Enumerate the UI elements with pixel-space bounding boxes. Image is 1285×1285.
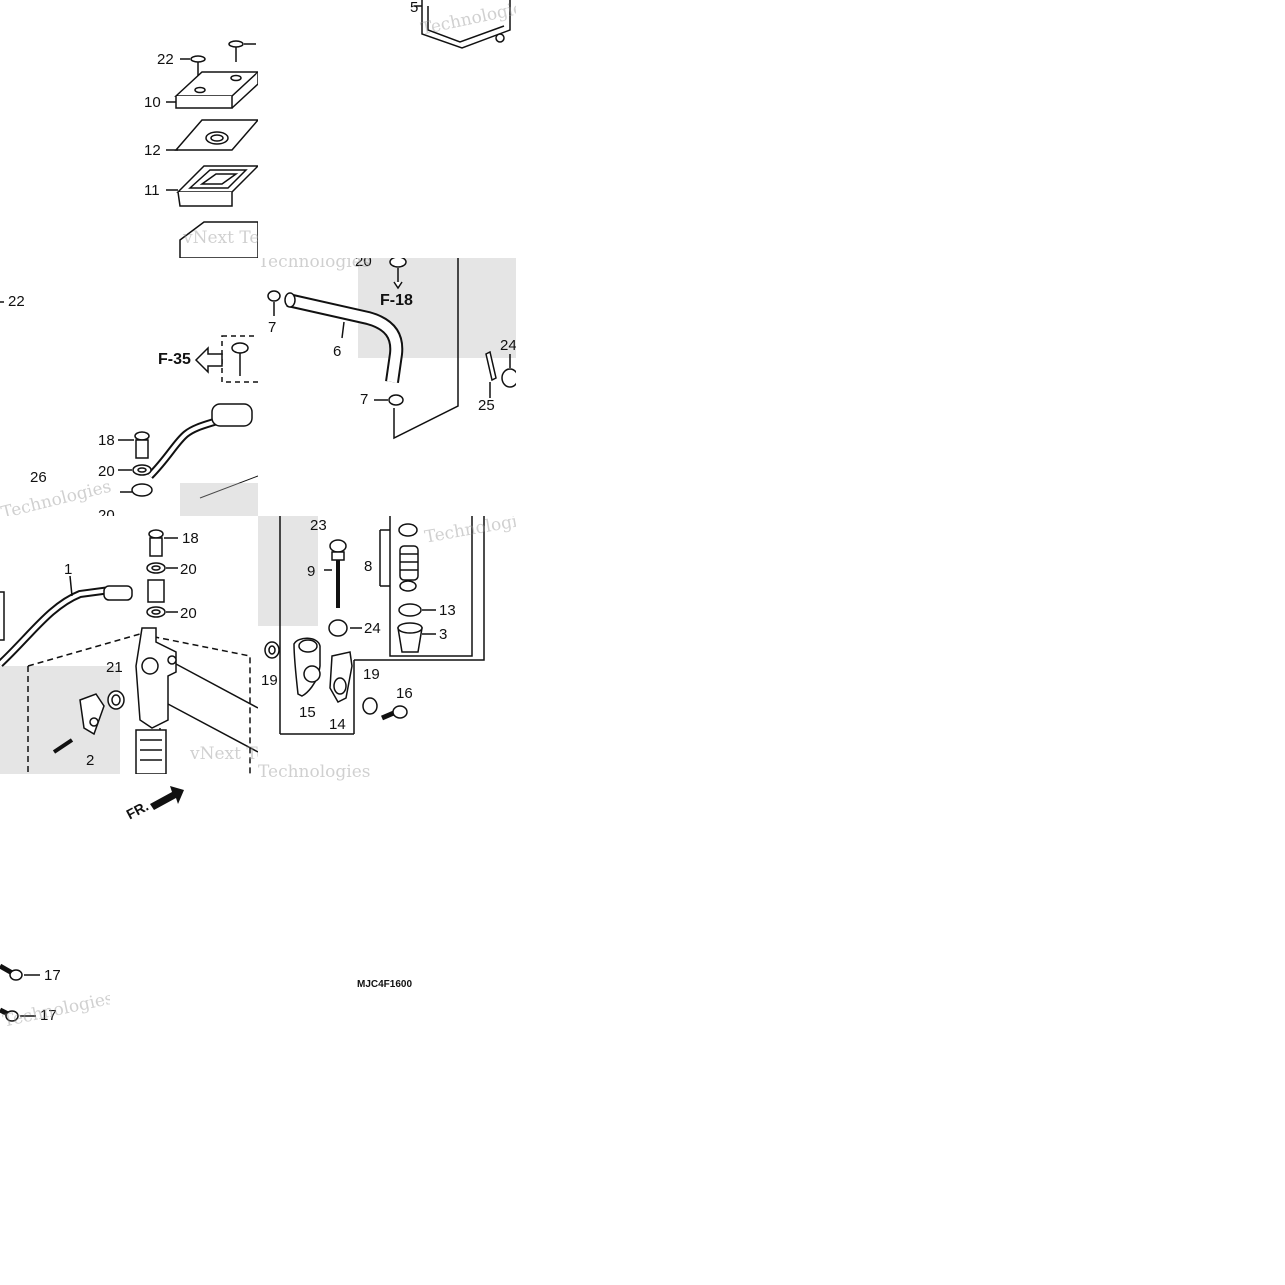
callout-23: 23 [310, 517, 327, 534]
callout-19: 19 [363, 666, 380, 683]
callout-20: 20 [98, 463, 115, 480]
callout-10: 10 [144, 94, 161, 111]
callout-9: 9 [307, 563, 316, 580]
callout-18: 18 [182, 530, 199, 547]
diagram-code: MJC4F1600 [357, 979, 413, 990]
callout-17: 17 [40, 1007, 57, 1024]
callout-6: 6 [333, 343, 342, 360]
piston-set-drawing [258, 516, 485, 735]
tile-reservoir-cap: 22 10 12 11 vNext Techn [0, 0, 258, 258]
front-arrow-icon [150, 786, 184, 810]
callout-21: 21 [106, 659, 123, 676]
tile-reservoir-hose: 20 Technologies F-18 7 6 24 7 25 [258, 258, 516, 516]
callout-20: 20 [355, 258, 372, 270]
ref-f35: F-35 [158, 351, 191, 368]
callout-20: 20 [180, 605, 197, 622]
callout-1: 1 [64, 561, 73, 578]
tile-bolts: 17 17 Technologies [0, 960, 110, 1026]
callout-12: 12 [144, 142, 161, 159]
callout-16: 16 [396, 685, 413, 702]
callout-7: 7 [268, 319, 277, 336]
callout-17: 17 [44, 967, 61, 984]
callout-2: 2 [86, 752, 95, 769]
tile-brake-hose: 22 F-35 18 20 26 20 Technologies [0, 258, 258, 516]
front-arrow: FR. [122, 778, 192, 828]
reservoir-cap-drawing [166, 40, 258, 258]
reservoir-hose-drawing [267, 258, 516, 440]
callout-15: 15 [299, 704, 316, 721]
callout-19: 19 [261, 672, 278, 689]
callout-22: 22 [8, 293, 25, 310]
callout-24: 24 [500, 337, 516, 354]
callout-18: 18 [98, 432, 115, 449]
callout-14: 14 [329, 716, 346, 733]
callout-5: 5 [410, 0, 419, 16]
master-cylinder-drawing [0, 529, 258, 774]
callout-11: 11 [144, 182, 160, 199]
callout-22: 22 [157, 51, 174, 68]
callout-8: 8 [364, 558, 373, 575]
tile-master-cylinder: 1 18 20 20 21 2 vNext Techn [0, 516, 258, 774]
tile-piston-set: 23 Technologies 9 8 13 24 3 19 19 16 15 … [258, 516, 516, 774]
callout-20: 20 [98, 507, 115, 516]
callout-3: 3 [439, 626, 448, 643]
reservoir-body-drawing [414, 0, 511, 49]
callout-13: 13 [439, 602, 456, 619]
callout-24: 24 [364, 620, 381, 637]
callout-25: 25 [478, 397, 495, 414]
tile-reservoir-body: 5 Technologies [400, 0, 516, 50]
callout-20: 20 [180, 561, 197, 578]
callout-26: 26 [30, 469, 47, 486]
callout-7: 7 [360, 391, 369, 408]
ref-f18: F-18 [380, 292, 413, 309]
brake-hose-drawing [0, 301, 258, 516]
bolts-drawing [0, 963, 40, 1022]
